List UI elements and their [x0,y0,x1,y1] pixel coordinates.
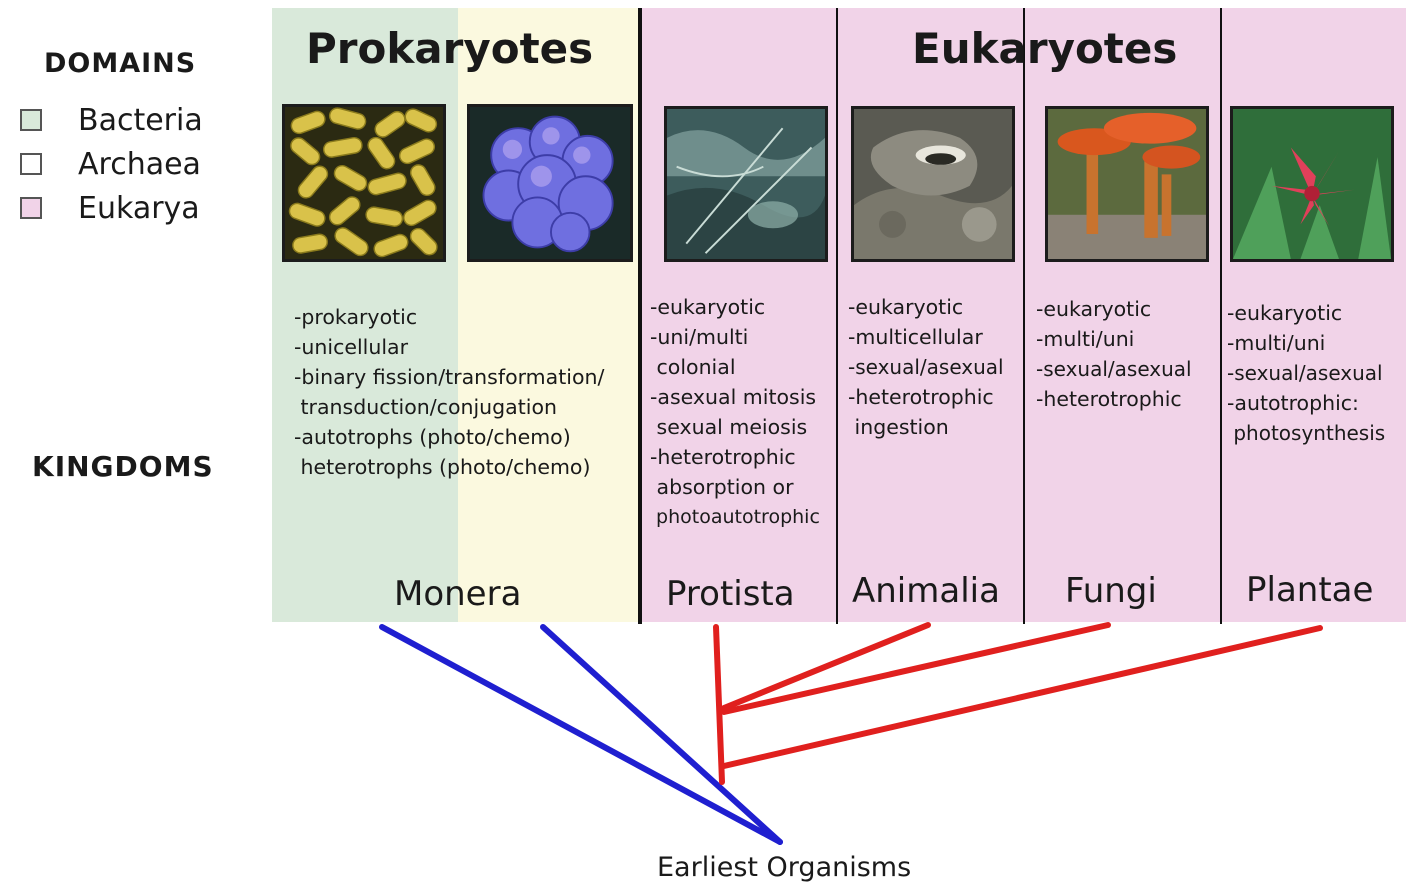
desc-line: -uni/multi [650,322,820,352]
divider-protista-animalia [836,8,838,624]
kingdom-fungi: Fungi [1065,571,1157,611]
desc-line: -heterotrophic [848,382,1004,412]
desc-line: photoautotrophic [650,502,820,532]
protista-photo [664,106,828,262]
legend-title: DOMAINS [44,48,196,79]
desc-line: -multicellular [848,322,1004,352]
desc-line: -autotrophs (photo/chemo) [294,422,604,452]
desc-line: -eukaryotic [1036,294,1192,324]
desc-line: -heterotrophic [1036,384,1192,414]
divider-prok-euk [638,8,642,624]
desc-line: -sexual/asexual [1227,358,1385,388]
bacteria-photo [282,104,446,262]
fungi-description: -eukaryotic -multi/uni -sexual/asexual -… [1036,294,1192,414]
desc-line: ingestion [848,412,1004,442]
desc-line: transduction/conjugation [294,392,604,422]
legend-item-archaea: Archaea [20,144,201,184]
kingdom-monera: Monera [394,574,521,614]
branch-animalia [724,625,928,708]
plantae-photo [1230,106,1394,262]
fungi-photo [1045,106,1209,262]
desc-line: photosynthesis [1227,418,1385,448]
eukaryotes-title: Eukaryotes [912,24,1177,73]
legend-swatch-eukarya [20,197,42,219]
animalia-description: -eukaryotic -multicellular -sexual/asexu… [848,292,1004,442]
kingdom-plantae: Plantae [1246,570,1373,610]
desc-line: -heterotrophic [650,442,820,472]
branch-bacteria [382,627,780,842]
archaea-photo [467,104,633,262]
legend-swatch-archaea [20,153,42,175]
desc-line: -prokaryotic [294,302,604,332]
divider-fungi-plantae [1220,8,1222,624]
desc-line: colonial [650,352,820,382]
legend-swatch-bacteria [20,109,42,131]
desc-line: -eukaryotic [848,292,1004,322]
desc-line: -multi/uni [1036,324,1192,354]
kingdom-animalia: Animalia [852,571,1000,611]
desc-line: sexual meiosis [650,412,820,442]
animalia-photo [851,106,1015,262]
legend-label: Archaea [78,147,201,182]
kingdom-protista: Protista [666,574,795,614]
desc-line: -sexual/asexual [848,352,1004,382]
legend-label: Bacteria [78,103,203,138]
desc-line: -asexual mitosis [650,382,820,412]
desc-line: absorption or [650,472,820,502]
desc-line: -binary fission/transformation/ [294,362,604,392]
branch-fungi [724,625,1108,712]
desc-line: -autotrophic: [1227,388,1385,418]
prokaryotes-title: Prokaryotes [306,24,593,73]
desc-line: -eukaryotic [650,292,820,322]
branch-archaea [543,627,780,842]
desc-line: -multi/uni [1227,328,1385,358]
desc-line: heterotrophs (photo/chemo) [294,452,604,482]
branch-plantae [724,628,1320,766]
legend-label: Eukarya [78,191,200,226]
desc-line: -sexual/asexual [1036,354,1192,384]
protista-description: -eukaryotic -uni/multi colonial -asexual… [650,292,820,532]
divider-animalia-fungi [1023,8,1025,624]
desc-line: -eukaryotic [1227,298,1385,328]
plantae-description: -eukaryotic -multi/uni -sexual/asexual -… [1227,298,1385,448]
branch-protista [716,627,722,782]
legend-item-bacteria: Bacteria [20,100,203,140]
monera-description: -prokaryotic -unicellular -binary fissio… [294,302,604,482]
desc-line: -unicellular [294,332,604,362]
earliest-organisms-label: Earliest Organisms [657,852,911,883]
prokaryote-branches [382,627,780,842]
kingdoms-title: KINGDOMS [32,450,214,483]
legend-item-eukarya: Eukarya [20,188,200,228]
eukaryote-branches [716,625,1320,782]
